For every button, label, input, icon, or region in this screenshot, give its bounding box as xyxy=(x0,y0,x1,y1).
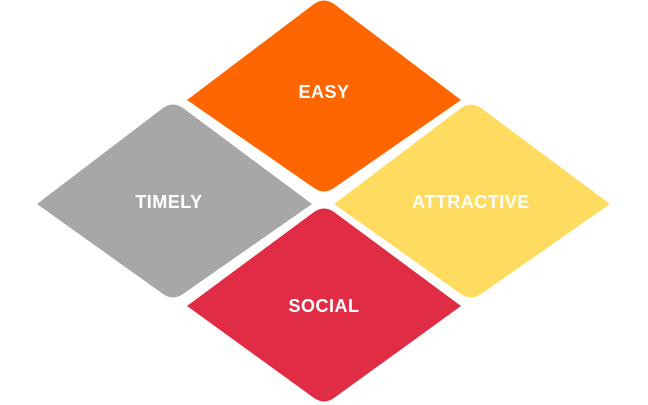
tile-timely: TIMELY xyxy=(37,104,312,298)
tile-attractive-shape xyxy=(334,104,610,298)
tile-timely-shape xyxy=(37,104,312,298)
tile-attractive-label: ATTRACTIVE xyxy=(412,192,530,212)
tile-timely-label: TIMELY xyxy=(135,192,202,212)
tile-easy: EASY xyxy=(187,0,461,192)
tile-social: SOCIAL xyxy=(187,208,461,402)
tile-social-label: SOCIAL xyxy=(288,296,359,316)
tile-attractive: ATTRACTIVE xyxy=(334,104,610,298)
tile-easy-shape xyxy=(187,0,461,192)
tile-easy-label: EASY xyxy=(298,82,349,102)
tile-social-shape xyxy=(187,208,461,402)
